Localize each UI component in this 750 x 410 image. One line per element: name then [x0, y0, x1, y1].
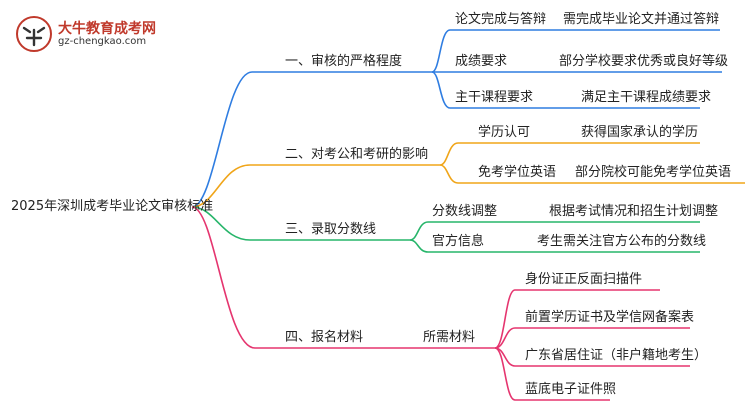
link-root-branch-4: [191, 206, 412, 349]
branch-2-child-1: 学历认可: [478, 125, 531, 140]
branch-4-item-1: 身份证正反面扫描件: [525, 272, 643, 287]
branch-3-detail-1: 根据考试情况和招生计划调整: [549, 204, 719, 219]
branch-1-child-3: 主干课程要求: [455, 90, 534, 105]
link-root-branch-2: [191, 164, 440, 208]
link-item-4-2: [494, 327, 690, 349]
branch-1-detail-3: 满足主干课程成绩要求: [581, 90, 712, 105]
bull-logo-icon: [16, 16, 52, 52]
link-branch-3-child-2: [409, 239, 520, 253]
branch-1-child-1: 论文完成与答辩: [455, 12, 547, 27]
branch-2-links: [191, 142, 745, 208]
branch-1-child-2: 成绩要求: [455, 54, 508, 69]
branch-4-item-3: 广东省居住证（非户籍地考生）: [525, 348, 708, 363]
branch-2-detail-1: 获得国家承认的学历: [581, 125, 699, 140]
branch-3-label: 三、录取分数线: [285, 222, 377, 237]
branch-3-child-1: 分数线调整: [432, 204, 498, 219]
branch-2-detail-2: 部分院校可能免考学位英语: [575, 165, 732, 180]
branch-1-detail-2: 部分学校要求优秀或良好等级: [559, 54, 729, 69]
branch-3-links: [191, 206, 700, 253]
branch-4-item-4: 蓝底电子证件照: [525, 382, 617, 397]
logo-site: gz-chengkao.com: [58, 36, 147, 47]
link-branch-2-child-1: [439, 142, 570, 166]
link-branch-2-child-2: [439, 164, 560, 184]
branch-2-label: 二、对考公和考研的影响: [285, 147, 429, 162]
branch-1-label: 一、审核的严格程度: [285, 54, 403, 69]
branch-4-child-1: 所需材料: [423, 330, 476, 345]
site-logo: 大牛教育成考网 gz-chengkao.com: [14, 14, 184, 54]
branch-4-links: [191, 206, 690, 401]
logo-title: 大牛教育成考网: [58, 21, 156, 37]
link-branch-3-child-1: [409, 221, 525, 241]
branch-2-child-2: 免考学位英语: [478, 165, 557, 180]
branch-1-links: [191, 29, 722, 208]
link-item-4-1: [494, 289, 660, 349]
branch-1-detail-1: 需完成毕业论文并通过答辩: [563, 12, 720, 27]
branch-3-detail-2: 考生需关注官方公布的分数线: [537, 234, 707, 249]
link-item-4-4: [494, 347, 610, 401]
link-branch-1-child-3: [431, 71, 555, 109]
link-branch-1-child-1: [431, 29, 560, 73]
root-topic: 2025年深圳成考毕业论文审核标准: [11, 199, 214, 214]
branch-3-child-2: 官方信息: [432, 234, 485, 249]
link-root-branch-3: [191, 206, 410, 241]
link-root-branch-1: [191, 71, 432, 208]
branch-4-label: 四、报名材料: [285, 330, 364, 345]
branch-4-item-2: 前置学历证书及学信网备案表: [525, 310, 695, 325]
